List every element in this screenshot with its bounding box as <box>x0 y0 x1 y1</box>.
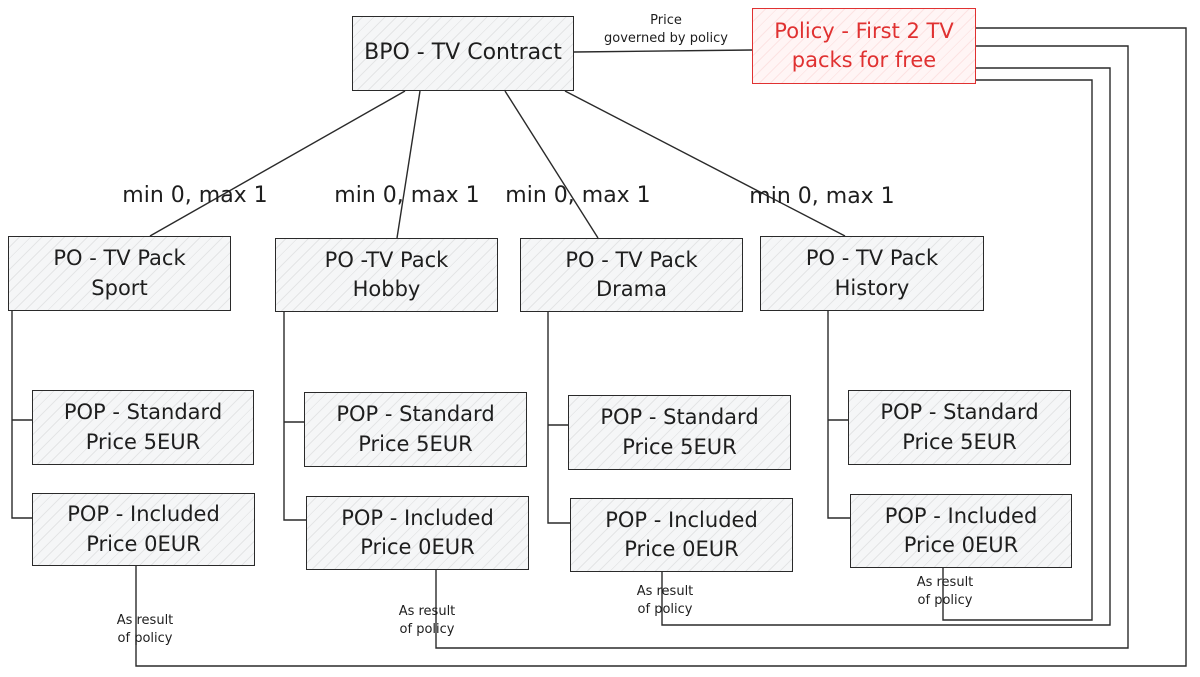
result-label-hobby: As result of policy <box>398 604 456 637</box>
bpo-to-drama <box>504 90 599 239</box>
po-hobby-label: PO -TV Pack Hobby <box>324 247 449 301</box>
po-drama-label: PO - TV Pack Drama <box>565 247 698 301</box>
cardinality-history: min 0, max 1 <box>749 184 895 209</box>
pop-included-history-label: POP - Included Price 0EUR <box>884 503 1038 557</box>
pop-standard-history[interactable]: POP - Standard Price 5EUR <box>848 390 1071 465</box>
hobby-pops <box>283 312 306 521</box>
result-label-history: As result of policy <box>916 575 974 608</box>
po-sport-label: PO - TV Pack Sport <box>53 246 186 300</box>
pop-included-history[interactable]: POP - Included Price 0EUR <box>850 494 1072 568</box>
po-tv-pack-hobby[interactable]: PO -TV Pack Hobby <box>275 238 498 312</box>
cardinality-drama: min 0, max 1 <box>505 183 651 208</box>
drama-pops <box>547 312 570 524</box>
result-sport <box>135 27 1187 667</box>
pop-standard-sport-label: POP - Standard Price 5EUR <box>63 400 223 454</box>
result-drama <box>661 67 1111 626</box>
bpo-to-sport <box>149 90 406 237</box>
pop-included-hobby-label: POP - Included Price 0EUR <box>341 505 494 559</box>
bpo-to-hobby <box>396 90 421 239</box>
po-tv-pack-drama[interactable]: PO - TV Pack Drama <box>520 238 743 312</box>
bpo-to-policy <box>573 49 753 53</box>
pop-standard-drama[interactable]: POP - Standard Price 5EUR <box>568 395 791 470</box>
pop-standard-sport[interactable]: POP - Standard Price 5EUR <box>32 390 254 465</box>
sport-pops <box>11 311 32 519</box>
cardinality-hobby: min 0, max 1 <box>334 183 480 208</box>
pop-standard-hobby-label: POP - Standard Price 5EUR <box>336 402 495 456</box>
po-tv-pack-sport[interactable]: PO - TV Pack Sport <box>8 236 231 311</box>
cardinality-sport: min 0, max 1 <box>122 183 268 208</box>
result-label-drama: As result of policy <box>636 584 694 617</box>
pop-included-sport[interactable]: POP - Included Price 0EUR <box>32 493 255 566</box>
pop-standard-hobby[interactable]: POP - Standard Price 5EUR <box>304 392 527 467</box>
pop-included-drama-label: POP - Included Price 0EUR <box>605 507 758 561</box>
bpo-label: BPO - TV Contract <box>364 40 562 66</box>
history-pops <box>827 311 850 519</box>
po-tv-pack-history[interactable]: PO - TV Pack History <box>760 236 984 311</box>
pop-standard-history-label: POP - Standard Price 5EUR <box>880 400 1039 454</box>
bpo-tv-contract[interactable]: BPO - TV Contract <box>352 16 574 91</box>
result-hobby <box>435 45 1129 649</box>
pop-included-drama[interactable]: POP - Included Price 0EUR <box>570 498 793 572</box>
policy-label: Policy - First 2 TV packs for free <box>774 18 954 72</box>
policy-box[interactable]: Policy - First 2 TV packs for free <box>752 8 976 84</box>
bpo-to-history <box>564 90 846 237</box>
pop-standard-drama-label: POP - Standard Price 5EUR <box>600 405 759 459</box>
edge-label-price-policy: Price governed by policy <box>604 13 728 46</box>
result-history <box>942 79 1093 621</box>
result-label-sport: As result of policy <box>116 613 174 646</box>
pop-included-hobby[interactable]: POP - Included Price 0EUR <box>306 496 529 570</box>
pop-included-sport-label: POP - Included Price 0EUR <box>67 502 220 556</box>
po-history-label: PO - TV Pack History <box>805 246 939 300</box>
